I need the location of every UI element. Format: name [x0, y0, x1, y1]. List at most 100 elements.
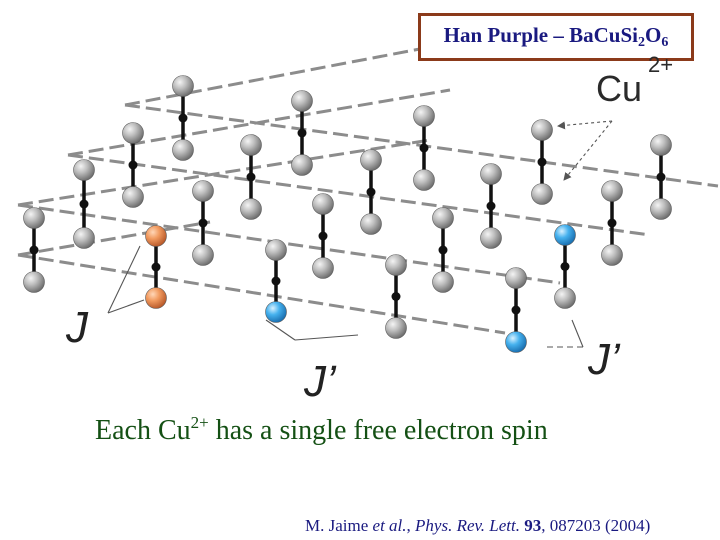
caption: Each Cu2+ has a single free electron spi…: [95, 413, 548, 446]
cu-dimer: [601, 180, 623, 266]
pointer-line: [571, 319, 584, 348]
bond-midpoint: [128, 160, 138, 170]
cu-atom: [360, 213, 382, 235]
cu-atom: [413, 105, 435, 127]
cu-atom: [480, 227, 502, 249]
cu-atom: [531, 119, 553, 141]
pointer-line: [294, 334, 359, 341]
cu-atom: [172, 75, 194, 97]
bond-midpoint: [271, 276, 281, 286]
pointer-line: [265, 319, 296, 341]
cu-atom: [505, 267, 527, 289]
cu-atom: [265, 301, 287, 323]
cu-atom: [650, 198, 672, 220]
cu-atom: [554, 224, 576, 246]
bond-midpoint: [178, 113, 188, 123]
pointer-line: [107, 245, 141, 314]
cu-charge: 2+: [648, 52, 674, 77]
label-pointer-lines: [107, 120, 613, 348]
cu-atom: [23, 271, 45, 293]
cu-dimer: [172, 75, 194, 161]
bond-midpoint: [198, 218, 208, 228]
cu-atom: [240, 198, 262, 220]
bond-midpoint: [318, 231, 328, 241]
bond-midpoint: [246, 172, 256, 182]
label-J-prime-right: J’: [588, 335, 620, 384]
cu-dimer: [312, 193, 334, 279]
cu-dimer: [122, 122, 144, 208]
bond-midpoint: [366, 187, 376, 197]
cu-dimer: [480, 163, 502, 249]
cu-atom: [385, 317, 407, 339]
bond-midpoint: [511, 305, 521, 315]
cu-dimer: [73, 159, 95, 249]
cu-atom: [413, 169, 435, 191]
cu-dimer: [145, 225, 167, 309]
cu-atom: [23, 207, 45, 229]
bond-midpoint: [607, 218, 617, 228]
cu-atom: [312, 193, 334, 215]
cu-atom: [240, 134, 262, 156]
bond-midpoint: [79, 199, 89, 209]
cu-dimer: [650, 134, 672, 220]
bond-midpoint: [29, 245, 39, 255]
cu-dimer: [265, 239, 287, 323]
bond-midpoint: [438, 245, 448, 255]
cu-dimer: [413, 105, 435, 191]
cu-atom: [650, 134, 672, 156]
cu-dimer: [531, 119, 553, 205]
cu-dimer: [554, 224, 576, 309]
cu-dimer: [385, 254, 407, 339]
cu-element: Cu: [596, 68, 643, 109]
bond-midpoint: [656, 172, 666, 182]
cu-atom: [432, 271, 454, 293]
cu-atom: [360, 149, 382, 171]
cu-dimer: [432, 207, 454, 293]
cu-atom: [531, 183, 553, 205]
bond-midpoint: [391, 292, 401, 301]
citation: M. Jaime et al., Phys. Rev. Lett. 93, 08…: [305, 516, 651, 535]
cu-atom: [554, 287, 576, 309]
bond-midpoint: [486, 201, 496, 211]
pointer-line: [557, 120, 613, 130]
cu-atom: [291, 90, 313, 112]
cu-atom: [312, 257, 334, 279]
cu-dimer: [240, 134, 262, 220]
cu-atom: [73, 159, 95, 181]
grid-line: [17, 220, 211, 257]
pointer-line: [563, 120, 613, 181]
cu-atom: [145, 225, 167, 247]
cu-atom: [73, 227, 95, 249]
cu-atom: [192, 244, 214, 266]
cu-dimer: [505, 267, 527, 353]
cu-dimer: [23, 207, 45, 293]
bond-midpoint: [297, 128, 307, 138]
cu-atom: [122, 122, 144, 144]
cu-atom: [601, 244, 623, 266]
bond-midpoint: [419, 143, 429, 153]
cu-atom: [480, 163, 502, 185]
cu-dimer: [360, 149, 382, 235]
cu-dimer: [291, 90, 313, 176]
grid-line: [17, 253, 506, 335]
bond-midpoint: [151, 262, 161, 272]
bond-midpoint: [537, 157, 547, 167]
cu-atom: [192, 180, 214, 202]
cu-atom: [145, 287, 167, 309]
cu-atom: [505, 331, 527, 353]
cu-atom: [601, 180, 623, 202]
grid-line: [67, 153, 651, 237]
cu-atom: [265, 239, 287, 261]
grid-line: [17, 138, 431, 207]
title-box: Han Purple – BaCuSi2O6: [418, 13, 694, 61]
cu-ion-label: Cu2+: [596, 54, 673, 109]
dimer-bonds-and-atoms: [23, 75, 672, 353]
cu-atom: [291, 154, 313, 176]
label-J: J: [66, 303, 88, 352]
cu-atom: [432, 207, 454, 229]
pointer-line: [107, 299, 145, 314]
cu-atom: [172, 139, 194, 161]
bond-midpoint: [560, 262, 570, 271]
grid-line: [17, 203, 561, 285]
